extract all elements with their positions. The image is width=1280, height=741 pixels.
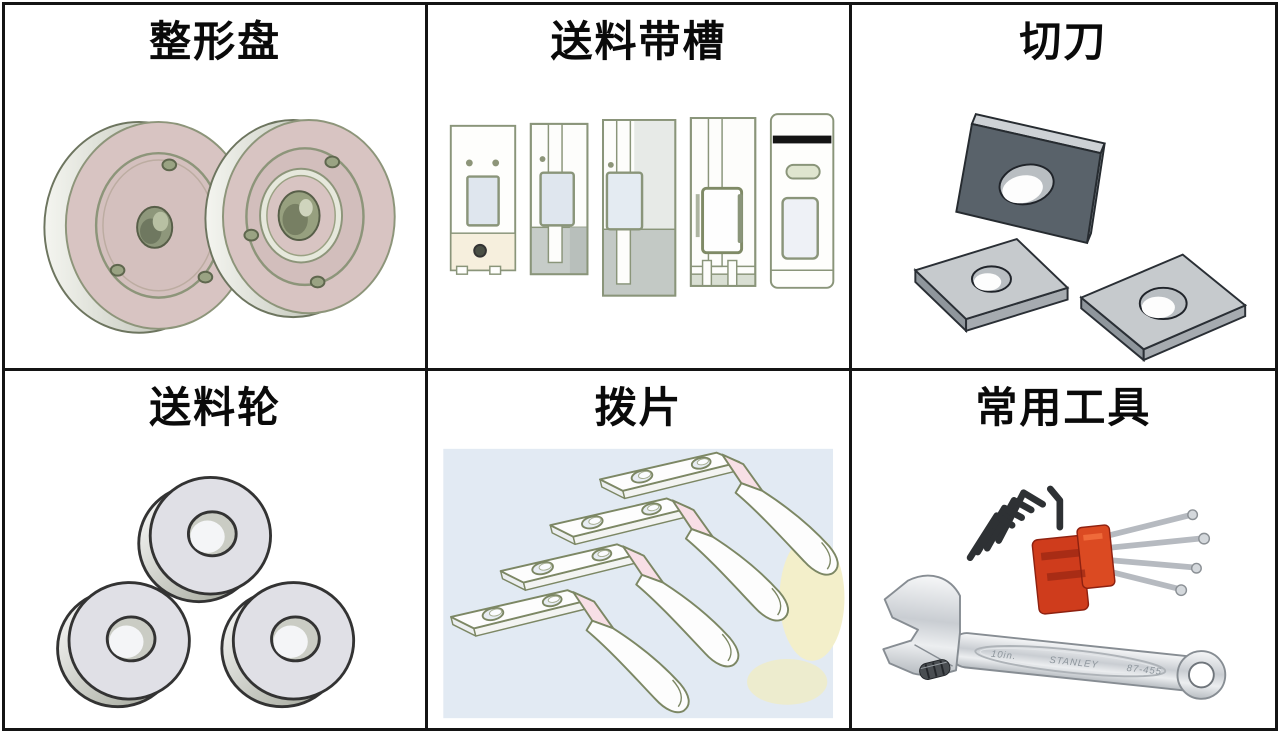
cell-title-common-tools: 常用工具 (975, 384, 1152, 431)
slot-plate-4 (690, 117, 757, 287)
cell-title-shaping-disc: 整形盘 (149, 18, 282, 65)
cell-common-tools: 常用工具 (851, 371, 1275, 728)
shaping-disc-figure (5, 77, 425, 368)
picker-blade-figure (428, 443, 848, 728)
cutter-plate-dark (954, 112, 1106, 245)
cell-title-feed-wheel: 送料轮 (149, 384, 282, 431)
cell-title-feed-belt-slot: 送料带槽 (550, 18, 727, 65)
feed-wheel-top (137, 476, 272, 604)
hex-key-set (966, 485, 1210, 615)
cell-cutter: 切刀 (851, 5, 1275, 371)
cell-feed-belt-slot: 送料带槽 (428, 5, 852, 371)
cutter-figure (852, 77, 1275, 368)
feed-belt-slot-figure (428, 77, 848, 368)
disc-right (204, 119, 396, 319)
red-key-holder (1031, 524, 1116, 615)
slot-plate-5 (770, 113, 835, 289)
cutter-plate-large (1079, 253, 1247, 362)
wrench-head (882, 574, 961, 677)
common-tools-figure: 10in. STANLEY 87-455 (852, 443, 1275, 728)
wrench-brand-text: STANLEY (1048, 655, 1098, 671)
feed-wheels-illustration (56, 476, 356, 709)
l-shaped-hex-keys (966, 485, 1063, 562)
shaping-discs-illustration (43, 119, 396, 334)
feed-wheel-figure (5, 443, 425, 728)
common-tools-illustration: 10in. STANLEY 87-455 (882, 485, 1226, 700)
cell-title-cutter: 切刀 (1019, 18, 1108, 65)
cell-title-picker-blade: 拨片 (594, 384, 683, 431)
feed-wheel-right (220, 581, 356, 709)
wrench-worm-screw (918, 659, 951, 680)
slot-plate-3 (602, 119, 677, 297)
adjustable-wrench: 10in. STANLEY 87-455 (882, 574, 1226, 700)
parts-grid: 整形盘 (5, 5, 1275, 728)
cell-shaping-disc: 整形盘 (5, 5, 429, 371)
feed-belt-slot-illustration (450, 113, 835, 297)
picker-blades-illustration (443, 448, 845, 719)
feed-wheel-left (56, 581, 191, 709)
wrench-size-text: 10in. (990, 649, 1016, 663)
cell-picker-blade: 拨片 (428, 371, 852, 728)
cutter-plate-small (913, 237, 1070, 334)
cell-feed-wheel: 送料轮 (5, 371, 429, 728)
slot-plate-1 (450, 124, 517, 275)
wrench-model-text: 87-455 (1126, 663, 1162, 678)
cutter-plates-illustration (913, 112, 1247, 362)
slot-plate-2 (530, 122, 589, 276)
